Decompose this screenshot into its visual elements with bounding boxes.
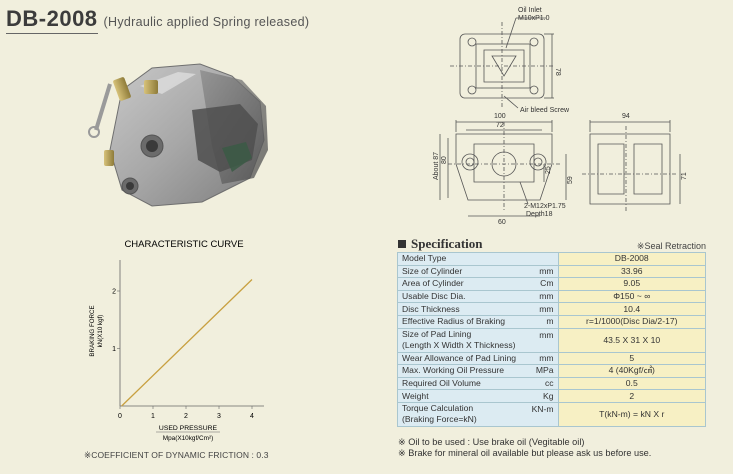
table-row: Size of Pad Lining (Length X Width X Thi… [397, 327, 707, 353]
oil-inlet-thread: M10xP1.0 [518, 15, 550, 22]
y-axis-label-line2: kN(X10 kgf) [97, 315, 104, 348]
spec-label: Disc Thickness [397, 302, 521, 316]
spec-unit: cc [520, 376, 559, 391]
spec-unit: Cm [520, 277, 559, 291]
spec-unit: mm [520, 351, 559, 366]
spec-value: 4 (40Kgf/㎠) [557, 364, 707, 378]
note-oil: ※ Oil to be used : Use brake oil (Vegita… [398, 437, 585, 447]
thread-label: 2-M12xP1.75 [524, 203, 566, 210]
spec-header: Specification ※Seal Retraction [398, 236, 706, 252]
spec-label: Usable Disc Dia. [397, 289, 521, 304]
spec-value: Φ150 ~ ∞ [557, 289, 707, 304]
dim-78: 78 [554, 68, 561, 76]
spec-label: Max. Working Oil Pressure [397, 364, 521, 378]
y-axis-label-line1: BRAKING FORCE [89, 305, 96, 356]
spec-label: Torque Calculation (Braking Force=kN) [397, 401, 521, 427]
dim-71: 71 [681, 172, 688, 180]
table-row: Size of Cylinder mm 33.96 [397, 264, 707, 279]
spec-label-line1: Torque Calculation [402, 403, 474, 414]
square-bullet-icon [398, 240, 406, 248]
spec-unit [520, 252, 559, 266]
spec-note: ※Seal Retraction [636, 241, 706, 251]
air-bleed-label: Air bleed Screw [520, 107, 570, 114]
spec-title-text: Specification [411, 236, 483, 251]
friction-footnote: ※COEFFICIENT OF DYNAMIC FRICTION : 0.3 [84, 450, 269, 460]
notes: ※ Oil to be used : Use brake oil (Vegita… [398, 437, 651, 459]
table-row: Max. Working Oil Pressure MPa 4 (40Kgf/㎠… [397, 364, 707, 378]
spec-value: T(kN-m) = kN X r [557, 401, 707, 427]
spec-title: Specification [398, 236, 483, 252]
spec-label: Area of Cylinder [397, 277, 521, 291]
caliper-photo [88, 63, 268, 207]
table-row: Disc Thickness mm 10.4 [397, 302, 707, 316]
spec-value: 9.05 [557, 277, 707, 291]
dim-100: 100 [494, 113, 506, 120]
table-row: Effective Radius of Braking m r=1/1000(D… [397, 314, 707, 329]
dim-25: 25 [545, 166, 552, 174]
spec-label: Weight [397, 389, 521, 403]
dim-94: 94 [622, 113, 630, 120]
table-row: Torque Calculation (Braking Force=kN) KN… [397, 401, 707, 427]
spec-unit: KN-m [520, 401, 559, 427]
model-title: DB-2008 [6, 6, 98, 34]
spec-value: r=1/1000(Disc Dia/2-17) [557, 314, 707, 329]
table-row: Area of Cylinder Cm 9.05 [397, 277, 707, 291]
braking-force-line [121, 279, 253, 407]
spec-value: 0.5 [557, 376, 707, 391]
dimension-drawing: Oil Inlet M10xP1.0 78 Air bleed Screw 10… [433, 7, 688, 226]
spec-table: Model Type DB-2008 Size of Cylinder mm 3… [397, 252, 707, 427]
x-axis-label-line2: Mpa(X10kgf/Cm²) [163, 435, 213, 442]
spec-label: Size of Pad Lining (Length X Width X Thi… [397, 327, 521, 353]
depth-label: Depth18 [526, 211, 553, 218]
spec-unit: Kg [520, 389, 559, 403]
spec-value: DB-2008 [557, 252, 707, 266]
x-tick-label: 2 [184, 413, 188, 420]
spec-label-line2: (Length X Width X Thickness) [402, 340, 516, 351]
x-ticks: 0 1 2 3 4 [118, 406, 254, 420]
chart-title: CHARACTERISTIC CURVE [124, 239, 243, 250]
spec-unit: mm [520, 264, 559, 279]
x-axis-label-line1: USED PRESSURE [159, 425, 218, 432]
spec-unit: mm [520, 302, 559, 316]
note-mineral-oil: ※ Brake for mineral oil available but pl… [398, 448, 652, 458]
dim-59: 59 [567, 176, 574, 184]
spec-value: 5 [557, 351, 707, 366]
y-ticks: 12 [112, 289, 120, 353]
table-row: Weight Kg 2 [397, 389, 707, 403]
x-tick-label: 3 [217, 413, 221, 420]
y-tick-label: 2 [112, 289, 116, 296]
spec-unit: m [520, 314, 559, 329]
spec-value: 10.4 [557, 302, 707, 316]
spec-label-line1: Size of Pad Lining [402, 329, 472, 340]
dim-about87: About 87 [433, 152, 440, 180]
dim-60: 60 [498, 219, 506, 226]
x-tick-label: 4 [250, 413, 254, 420]
spec-label: Required Oil Volume [397, 376, 521, 391]
header: DB-2008 (Hydraulic applied Spring releas… [6, 6, 309, 34]
spec-label: Wear Allowance of Pad Lining [397, 351, 521, 366]
spec-label: Model Type [397, 252, 521, 266]
spec-unit: mm [520, 327, 559, 353]
table-row: Wear Allowance of Pad Lining mm 5 [397, 351, 707, 366]
y-tick-label: 1 [112, 346, 116, 353]
dim-72: 72 [496, 122, 504, 129]
dim-80: 80 [441, 156, 448, 164]
x-tick-label: 0 [118, 413, 122, 420]
spec-label: Effective Radius of Braking [397, 314, 521, 329]
spec-label-line2: (Braking Force=kN) [402, 414, 477, 425]
spec-value: 33.96 [557, 264, 707, 279]
spec-value: 2 [557, 389, 707, 403]
spec-unit: mm [520, 289, 559, 304]
spec-value: 43.5 X 31 X 10 [557, 327, 707, 353]
spec-label: Size of Cylinder [397, 264, 521, 279]
x-tick-label: 1 [151, 413, 155, 420]
model-subtitle: (Hydraulic applied Spring released) [103, 15, 310, 29]
oil-inlet-label: Oil Inlet [518, 7, 542, 14]
table-row: Model Type DB-2008 [397, 252, 707, 266]
table-row: Required Oil Volume cc 0.5 [397, 376, 707, 391]
spec-unit: MPa [520, 364, 559, 378]
table-row: Usable Disc Dia. mm Φ150 ~ ∞ [397, 289, 707, 304]
